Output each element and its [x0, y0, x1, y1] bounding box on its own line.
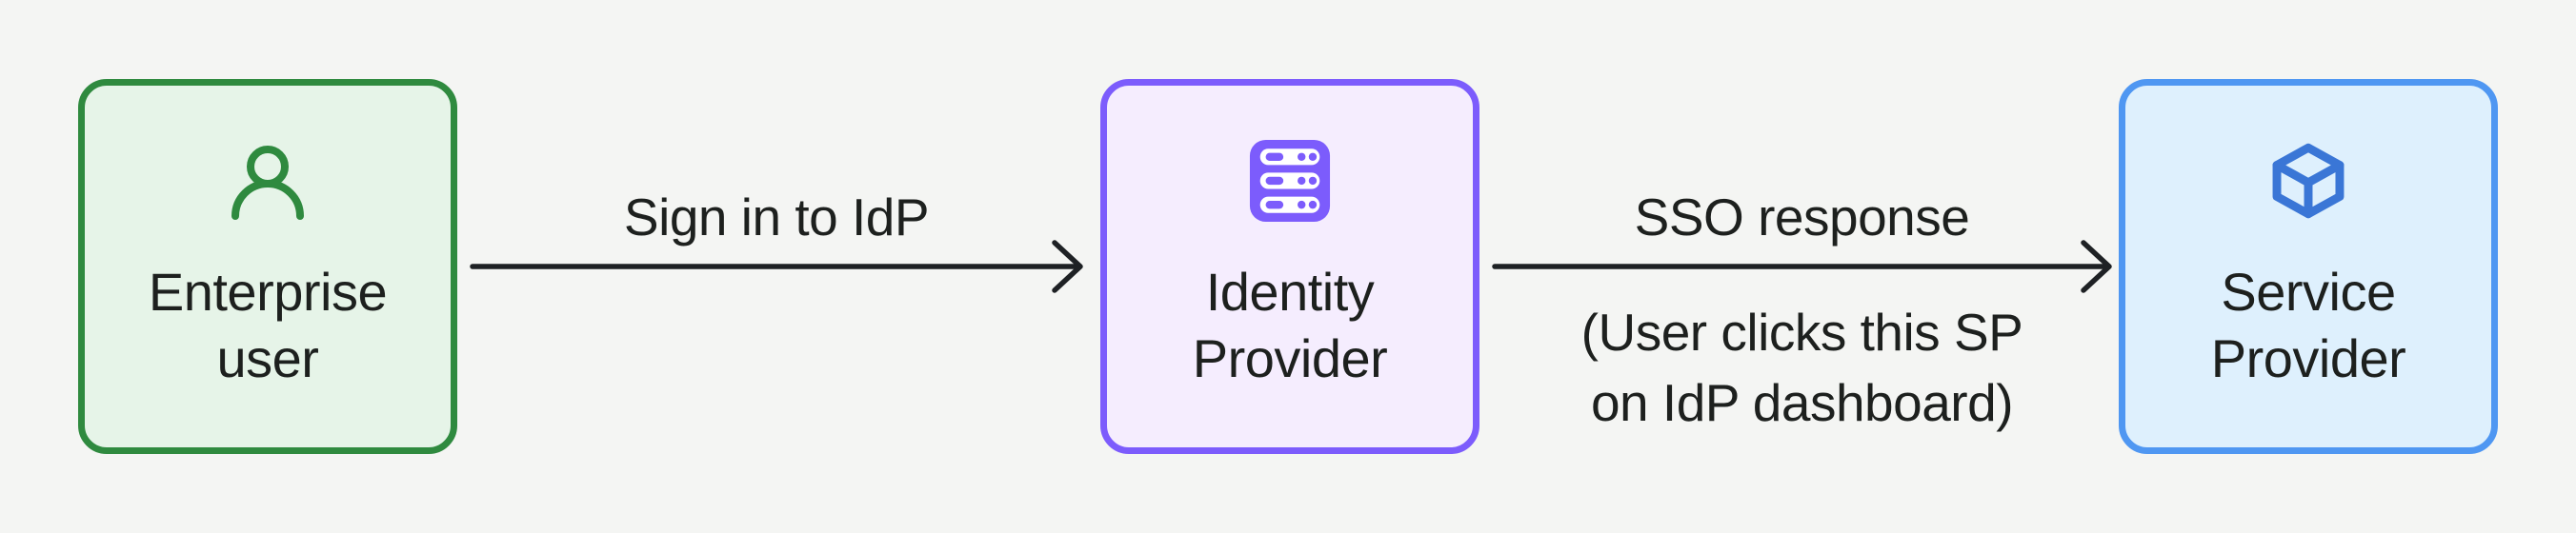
cube-icon [2267, 139, 2349, 223]
node-label-line: user [216, 328, 319, 388]
node-label: Identity Provider [1193, 259, 1388, 392]
node-label: Service Provider [2211, 259, 2406, 392]
edge-sublabel-line: (User clicks this SP [1580, 303, 2023, 362]
edge-label-sign-in: Sign in to IdP [623, 188, 930, 247]
node-label-line: Provider [1192, 328, 1388, 388]
node-identity-provider: Identity Provider [1100, 79, 1479, 454]
arrow-head-icon [2081, 240, 2112, 293]
node-label-line: Service [2221, 262, 2396, 322]
server-icon [1248, 139, 1332, 223]
edge-sublabel-line: on IdP dashboard) [1590, 373, 2014, 432]
node-label-line: Enterprise [148, 262, 388, 322]
edge-sublabel-user-clicks: (User clicks this SP on IdP dashboard) [1495, 297, 2109, 438]
node-label-line: Provider [2210, 328, 2406, 388]
user-icon [228, 139, 308, 223]
edge-label-sso-response: SSO response [1634, 188, 1970, 247]
node-label-line: Identity [1205, 262, 1375, 322]
arrow-head-icon [1052, 240, 1083, 293]
node-service-provider: Service Provider [2119, 79, 2498, 454]
node-label: Enterprise user [148, 259, 388, 392]
node-enterprise-user: Enterprise user [78, 79, 457, 454]
